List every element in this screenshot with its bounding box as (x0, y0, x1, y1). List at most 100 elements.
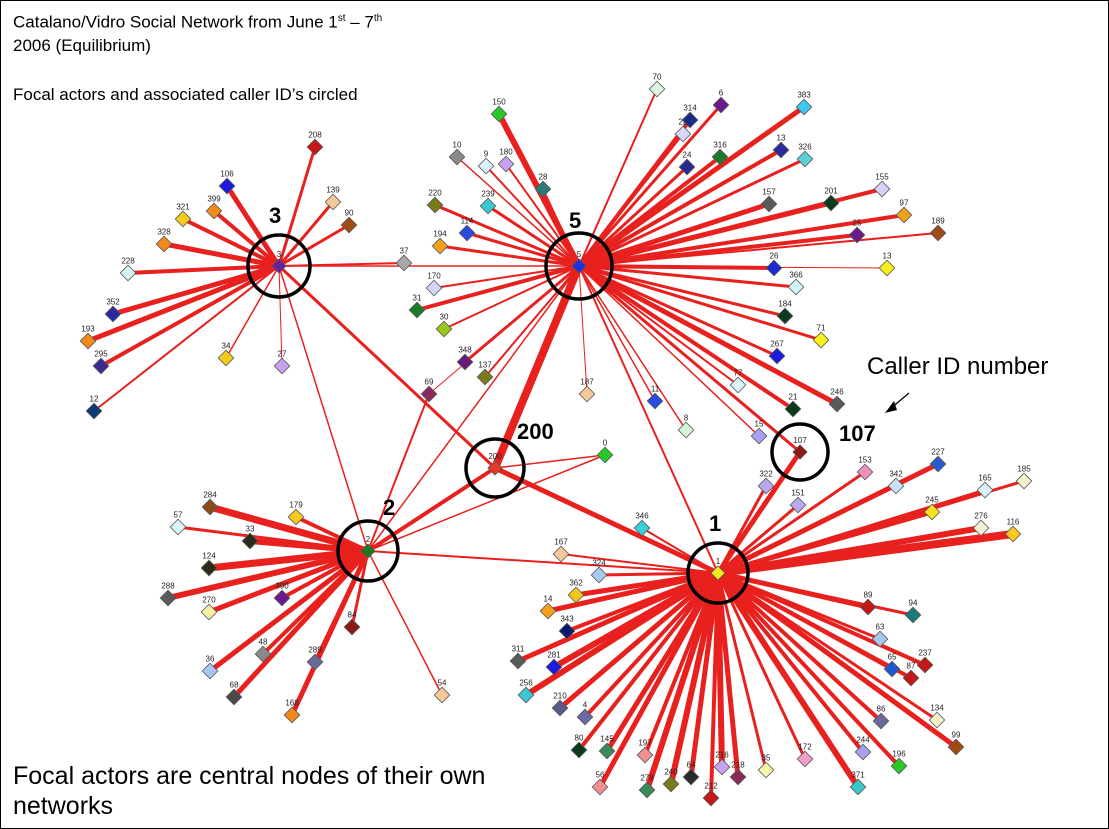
edge-2-0 (367, 454, 606, 552)
node-69: 69 (420, 378, 438, 403)
edge-5-13b (578, 265, 888, 269)
node-390-marker (273, 589, 291, 607)
node-366-label: 366 (789, 271, 803, 280)
edge-2-69 (367, 393, 430, 552)
node-86-label: 86 (877, 705, 886, 714)
node-295-marker (92, 357, 110, 375)
node-137: 137 (476, 361, 494, 386)
edge-5-107 (577, 264, 802, 454)
node-246-label: 246 (830, 388, 844, 397)
node-210-label: 210 (553, 692, 567, 701)
node-383: 383 (795, 91, 813, 116)
edge-5-383 (576, 104, 807, 269)
node-208: 208 (306, 131, 324, 156)
node-348-marker (456, 353, 474, 371)
node-218-label: 218 (731, 761, 745, 770)
edge-3-12 (93, 265, 280, 412)
edge-5-184 (577, 264, 787, 318)
node-220-marker (426, 196, 444, 214)
node-27-label: 27 (278, 350, 287, 359)
node-208-marker (306, 138, 324, 156)
node-168-marker (283, 706, 301, 724)
hub-node-3-marker (271, 258, 287, 274)
node-316-label: 316 (713, 141, 727, 150)
node-116-label: 116 (1007, 518, 1020, 527)
node-34-label: 34 (222, 342, 231, 351)
node-321-label: 321 (176, 203, 190, 212)
node-21-marker (784, 400, 802, 418)
node-155: 155 (873, 173, 891, 198)
node-197-marker (636, 746, 654, 764)
node-54: 54 (433, 679, 451, 704)
node-201-marker (822, 194, 840, 212)
node-239: 239 (479, 190, 497, 215)
node-54-marker (433, 686, 451, 704)
edge-2-84 (350, 549, 370, 629)
hub-node-200-marker (487, 460, 503, 476)
node-196-label: 196 (892, 750, 906, 759)
hub-node-5: 5 (571, 250, 587, 274)
node-106-marker (218, 177, 236, 195)
edge-5-9 (485, 165, 580, 267)
edge-1-107 (715, 449, 803, 576)
node-4: 4 (576, 701, 594, 726)
edge-5-71 (577, 264, 823, 342)
node-328-marker (155, 235, 173, 253)
node-13b: 13 (878, 252, 896, 277)
edge-1-240 (668, 570, 721, 787)
node-71-label: 71 (817, 324, 826, 333)
edge-1-218 (715, 570, 741, 780)
node-0: 0 (596, 439, 614, 464)
node-237: 237 (916, 649, 934, 674)
node-184-label: 184 (778, 300, 792, 309)
node-362: 362 (567, 579, 585, 604)
node-13-label: 13 (777, 134, 786, 143)
edge-3-352 (110, 263, 282, 317)
node-33: 33 (241, 525, 259, 550)
hub-node-1-marker (710, 565, 726, 581)
node-343: 343 (558, 615, 576, 640)
node-228-label: 228 (121, 257, 135, 266)
node-35-label: 35 (762, 754, 771, 763)
node-84: 84 (343, 611, 361, 636)
node-77: 77 (729, 369, 747, 394)
node-84-marker (343, 618, 361, 636)
node-179-label: 179 (289, 501, 303, 510)
node-193-marker (79, 332, 97, 350)
edge-5-6 (577, 103, 723, 268)
focal-label-5: 5 (569, 208, 581, 233)
node-324-marker (590, 566, 608, 584)
callout-arrow-head (885, 401, 897, 413)
node-184-marker (776, 307, 794, 325)
node-189: 189 (929, 217, 947, 242)
node-278-marker (638, 781, 656, 799)
node-228: 228 (119, 257, 137, 282)
node-201-label: 201 (824, 187, 838, 196)
node-69-label: 69 (425, 378, 434, 387)
node-170-marker (425, 279, 443, 297)
node-165-marker (976, 481, 994, 499)
hub-node-3: 3 (271, 250, 287, 274)
node-212-label: 212 (704, 782, 718, 791)
hub-node-200-label: 200 (488, 452, 502, 461)
focal-label-3: 3 (269, 203, 281, 228)
node-54-label: 54 (438, 679, 447, 688)
hub-node-2-marker (360, 543, 376, 559)
node-70-label: 70 (653, 73, 662, 82)
node-139-marker (324, 193, 342, 211)
node-8-label: 8 (684, 414, 689, 423)
node-193: 193 (79, 325, 97, 350)
node-366: 366 (787, 271, 805, 296)
focal-label-1: 1 (709, 511, 721, 536)
node-97-label: 97 (900, 199, 909, 208)
node-326-label: 326 (798, 143, 812, 152)
node-22-marker (674, 125, 692, 143)
node-56-label: 56 (596, 771, 605, 780)
node-390-label: 390 (275, 582, 289, 591)
node-35: 35 (757, 754, 775, 779)
node-316: 316 (711, 141, 729, 166)
node-321-marker (174, 210, 192, 228)
node-80: 80 (570, 734, 588, 759)
node-167-label: 167 (554, 538, 568, 547)
edge-3-193 (85, 263, 282, 344)
